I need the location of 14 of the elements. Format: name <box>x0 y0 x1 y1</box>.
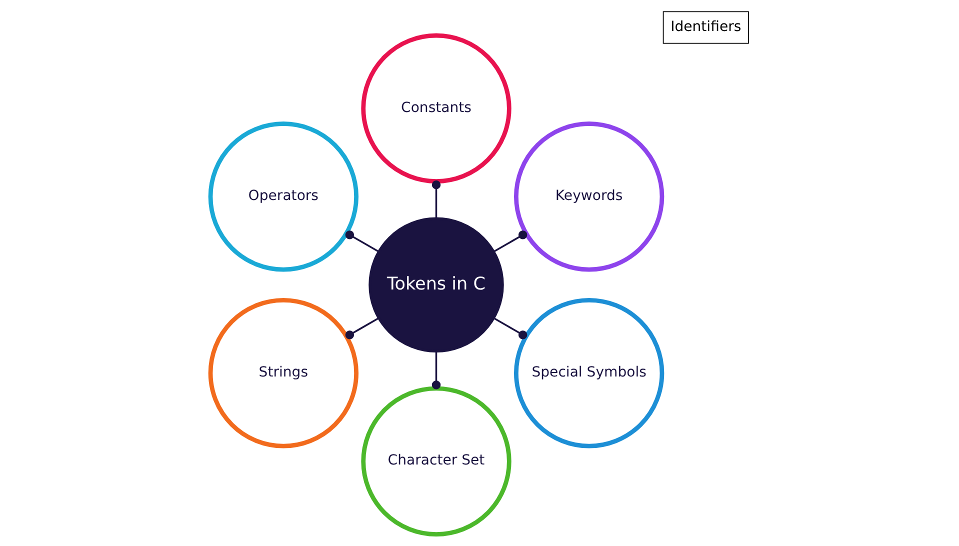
node-circle: Operators <box>208 122 358 272</box>
node-circle: Tokens in C <box>368 217 504 353</box>
connector <box>494 230 528 252</box>
connector <box>432 351 441 390</box>
connector <box>345 318 379 340</box>
node-circle: Character Set <box>361 386 512 536</box>
node-circle: Strings <box>208 298 358 448</box>
connector <box>494 318 528 340</box>
node-circle: Special Symbols <box>514 298 664 448</box>
node-circle: Keywords <box>514 122 664 272</box>
connector <box>432 180 441 218</box>
connector <box>345 230 379 252</box>
node-circle: Constants <box>361 33 512 184</box>
node-box: Identifiers <box>662 11 749 44</box>
